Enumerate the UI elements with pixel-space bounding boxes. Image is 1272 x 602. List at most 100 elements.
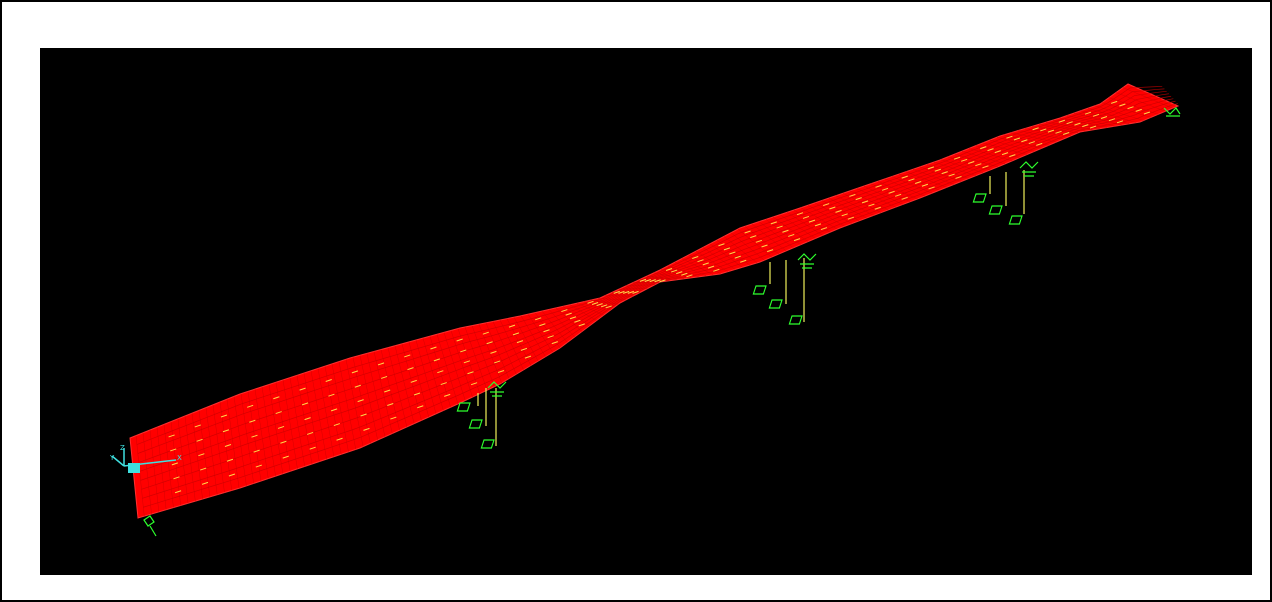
pier-footing-support [468, 419, 483, 429]
load-mark [782, 229, 789, 233]
load-mark [574, 319, 581, 323]
load-mark [686, 274, 693, 278]
mesh-transverse-line [1031, 126, 1078, 134]
load-mark [174, 490, 182, 494]
mesh-transverse-line [359, 355, 378, 441]
mesh-transverse-line [604, 295, 633, 297]
load-mark [171, 462, 178, 466]
load-mark [729, 251, 736, 255]
load-mark [249, 419, 256, 423]
load-mark [456, 338, 463, 342]
load-mark [467, 371, 474, 375]
mesh-transverse-line [814, 202, 852, 224]
load-mark [282, 455, 289, 459]
load-mark [908, 178, 915, 182]
mesh-transverse-line [723, 236, 758, 264]
load-mark [948, 173, 955, 177]
load-mark [587, 300, 594, 304]
mesh-transverse-line [1122, 87, 1173, 109]
load-mark [622, 290, 630, 294]
load-mark [1001, 152, 1009, 156]
load-mark [578, 323, 585, 327]
load-mark [220, 414, 228, 418]
load-mark [520, 347, 528, 351]
mesh-longitudinal-line [138, 90, 1167, 463]
mesh-transverse-line [884, 178, 925, 197]
mesh-transverse-line [772, 216, 809, 242]
load-mark [707, 265, 715, 269]
mesh-transverse-line [373, 351, 393, 434]
load-mark [829, 206, 836, 210]
load-mark [535, 317, 542, 321]
load-mark [820, 227, 828, 231]
mesh-transverse-line [1101, 102, 1151, 118]
load-mark [561, 309, 568, 313]
mesh-transverse-line [303, 373, 320, 462]
mesh-transverse-line [779, 214, 816, 239]
load-mark [934, 168, 941, 172]
load-mark [417, 405, 424, 409]
load-mark [649, 279, 656, 283]
load-mark [470, 382, 478, 386]
mesh-transverse-line [849, 190, 889, 211]
load-mark [547, 335, 554, 339]
load-mark [551, 341, 558, 345]
axis-z-label: Z [120, 444, 125, 452]
load-mark [591, 301, 599, 305]
mesh-transverse-line [576, 302, 604, 316]
mesh-transverse-line [905, 171, 947, 188]
load-mark [330, 408, 338, 412]
mesh-transverse-line [177, 418, 189, 504]
load-mark [1127, 106, 1134, 110]
mesh-transverse-line [674, 261, 707, 277]
load-mark [247, 404, 254, 408]
load-mark [841, 213, 848, 217]
load-mark [363, 427, 370, 431]
load-mark [275, 411, 282, 415]
mesh-transverse-line [1108, 97, 1159, 115]
load-mark [670, 269, 678, 273]
load-mark [697, 259, 704, 263]
pier-footing-support [752, 285, 767, 295]
mesh-transverse-line [989, 139, 1035, 152]
mesh-transverse-line [415, 339, 437, 414]
load-mark [702, 262, 709, 266]
load-mark [941, 171, 948, 175]
load-mark [1143, 111, 1151, 115]
mesh-transverse-line [366, 353, 386, 437]
load-mark [304, 417, 311, 421]
left-abutment-support [143, 515, 157, 537]
mesh-transverse-line [856, 188, 896, 208]
load-mark [788, 233, 795, 237]
model-viewport[interactable]: X Y Z [40, 48, 1252, 575]
axis-y-line [111, 455, 125, 467]
mesh-transverse-line [513, 317, 539, 362]
load-mark [516, 340, 524, 344]
mesh-transverse-line [926, 164, 969, 179]
mesh-transverse-line [1010, 132, 1057, 143]
mesh-transverse-line [681, 258, 714, 276]
load-mark [1100, 116, 1108, 119]
load-mark [486, 341, 493, 345]
load-mark [881, 187, 889, 191]
mesh-transverse-line [156, 427, 167, 510]
load-mark [1036, 142, 1043, 146]
load-mark [460, 349, 467, 353]
load-mark [1006, 135, 1013, 139]
mesh-transverse-line [730, 232, 765, 261]
load-mark [618, 290, 625, 294]
mesh-transverse-line [268, 384, 284, 474]
load-mark [1009, 154, 1016, 158]
mesh-transverse-line [142, 432, 152, 515]
load-mark [413, 392, 421, 396]
load-mark [173, 476, 180, 480]
load-mark [1074, 122, 1081, 126]
load-mark [325, 379, 332, 383]
mesh-transverse-line [653, 272, 685, 280]
load-mark [665, 268, 673, 271]
pier-footing-support [988, 205, 1003, 215]
load-mark [251, 434, 258, 438]
load-mark [404, 354, 411, 358]
load-mark [605, 305, 612, 309]
